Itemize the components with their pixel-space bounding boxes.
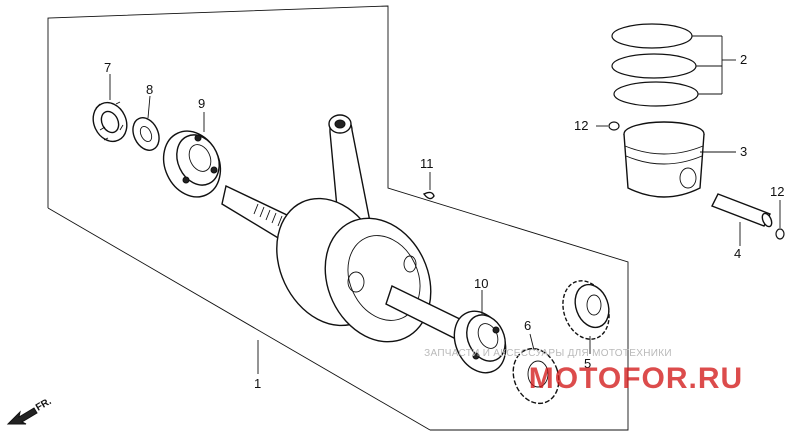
front-direction-indicator: FR. bbox=[6, 396, 54, 425]
callout-5: 5 bbox=[584, 356, 591, 371]
callout-12-lower: 12 bbox=[770, 184, 784, 199]
callout-2: 2 bbox=[740, 52, 747, 67]
part-9-ball-bearing bbox=[162, 130, 222, 198]
callout-10: 10 bbox=[474, 276, 488, 291]
part-12-clip-lower bbox=[775, 228, 785, 240]
part-7-needle-bearing bbox=[92, 101, 128, 143]
part-8-washer bbox=[132, 117, 160, 151]
callout-12-upper: 12 bbox=[574, 118, 588, 133]
callout-1: 1 bbox=[254, 376, 261, 391]
part-3-piston bbox=[623, 121, 705, 198]
direction-arrow-icon bbox=[6, 407, 38, 425]
callout-labels: 7 8 9 1 10 6 5 11 2 3 4 12 12 bbox=[104, 52, 784, 391]
part-10-ball-bearing bbox=[453, 310, 507, 374]
part-2-piston-rings bbox=[611, 23, 699, 107]
callout-11: 11 bbox=[420, 156, 434, 171]
callout-9: 9 bbox=[198, 96, 205, 111]
callout-3: 3 bbox=[740, 144, 747, 159]
assembly-boundary bbox=[47, 5, 629, 431]
part-1-crankshaft bbox=[221, 114, 473, 343]
watermark-tagline: ЗАПЧАСТИ И АКСЕССУАРЫ ДЛЯ МОТОТЕХНИКИ bbox=[424, 348, 672, 359]
direction-label: FR. bbox=[34, 396, 54, 414]
callout-8: 8 bbox=[146, 82, 153, 97]
callout-7: 7 bbox=[104, 60, 111, 75]
part-11-clip bbox=[422, 191, 435, 200]
part-6-sprocket bbox=[512, 347, 560, 405]
callout-4: 4 bbox=[734, 246, 741, 261]
leader-lines bbox=[109, 35, 781, 374]
watermark: ЗАПЧАСТИ И АКСЕССУАРЫ ДЛЯ МОТОТЕХНИКИ MO… bbox=[424, 348, 743, 395]
part-4-piston-pin bbox=[711, 193, 773, 228]
callout-6: 6 bbox=[524, 318, 531, 333]
part-12-clip-upper bbox=[608, 121, 620, 131]
watermark-brand: MOTOFOR.RU bbox=[529, 362, 743, 395]
part-5-gear bbox=[562, 280, 610, 340]
